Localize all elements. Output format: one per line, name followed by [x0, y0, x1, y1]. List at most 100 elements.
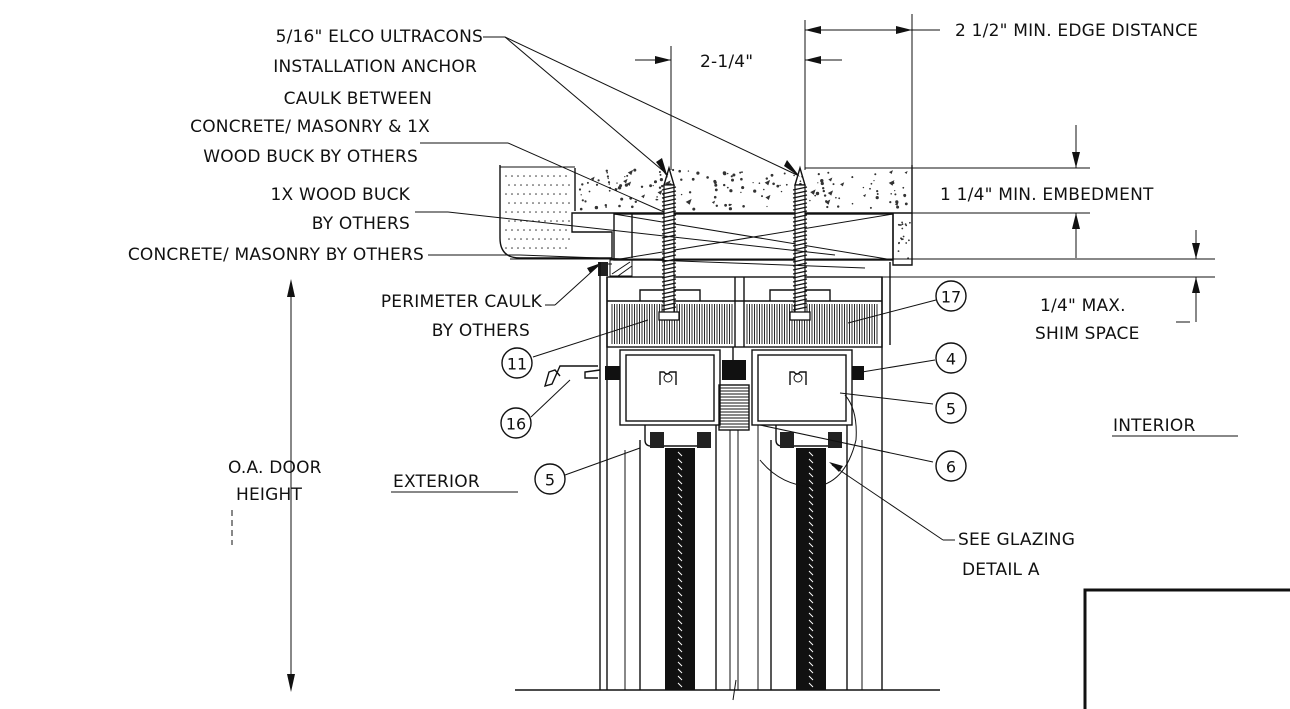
- concrete-speckle: [862, 186, 865, 189]
- masonry-dot: [553, 247, 555, 249]
- masonry-dot: [901, 221, 903, 224]
- masonry-dot: [535, 229, 537, 231]
- sill-hook-16: [543, 365, 601, 388]
- glass-hatch-line: [808, 486, 814, 492]
- masonry-dot: [541, 193, 543, 195]
- concrete-speckle: [741, 171, 743, 174]
- masonry-dot: [897, 223, 900, 226]
- masonry-dot: [517, 193, 519, 195]
- masonry-dot: [532, 184, 534, 186]
- concrete-speckle: [652, 185, 654, 187]
- glass-hatch-line: [677, 654, 683, 660]
- concrete-speckle: [761, 195, 763, 198]
- concrete-speckle: [817, 173, 820, 176]
- concrete-speckle: [595, 183, 599, 186]
- glass-hatch-line: [677, 556, 683, 562]
- glass-hatch-line: [808, 682, 814, 688]
- concrete-speckle: [633, 168, 637, 172]
- glass-hatch-line: [677, 549, 683, 555]
- masonry-dot: [897, 250, 900, 253]
- anchor-thread: [661, 186, 677, 191]
- masonry-dot: [556, 184, 558, 186]
- glass-hatch-line: [808, 528, 814, 534]
- masonry-dot: [898, 242, 900, 245]
- masonry-dot: [901, 223, 904, 226]
- anchor-thread: [661, 294, 677, 299]
- svg-text:5: 5: [545, 471, 555, 490]
- concrete-speckle: [889, 201, 892, 204]
- concrete-speckle: [606, 171, 608, 174]
- glass-hatch-line: [808, 591, 814, 597]
- glass-hatch-line: [808, 668, 814, 674]
- masonry-dot: [505, 175, 507, 177]
- callout-6: 6: [935, 450, 967, 482]
- anchor-head: [658, 311, 680, 321]
- masonry-dot: [505, 211, 507, 213]
- concrete-aggregate: [641, 194, 646, 199]
- callout-11: 11: [501, 347, 533, 379]
- masonry-dot: [505, 193, 507, 195]
- concrete-speckle: [851, 176, 854, 179]
- svg-text:4: 4: [946, 350, 956, 369]
- masonry-dot: [514, 238, 516, 240]
- dim-embedment-label: 1 1/4" MIN. EMBEDMENT: [940, 185, 1154, 205]
- masonry-dot: [556, 220, 558, 222]
- anchor-thread: [661, 306, 677, 311]
- glass-hatch-line: [677, 528, 683, 534]
- glass-hatch-line: [808, 626, 814, 632]
- masonry-dot: [550, 202, 552, 204]
- concrete-aggregate: [764, 179, 771, 186]
- glass-hatch-line: [808, 675, 814, 681]
- concrete-speckle: [607, 181, 611, 184]
- masonry-dot: [541, 247, 543, 249]
- concrete-speckle: [742, 205, 745, 208]
- concrete-speckle: [890, 193, 892, 195]
- concrete-speckle: [740, 177, 743, 181]
- masonry-dot: [511, 229, 513, 231]
- concrete-speckle: [904, 202, 908, 206]
- concrete-speckle: [817, 182, 819, 184]
- concrete-speckle: [740, 191, 742, 194]
- concrete-aggregate: [828, 177, 833, 182]
- masonry-dot: [511, 247, 513, 249]
- masonry-dot: [508, 184, 510, 186]
- concrete-speckle: [655, 198, 658, 201]
- glass-hatch-line: [808, 479, 814, 485]
- concrete-aggregate: [765, 194, 771, 200]
- anchor-thread: [661, 270, 677, 275]
- glass-hatch-line: [677, 598, 683, 604]
- frame-head: [606, 276, 883, 348]
- concrete-speckle: [714, 188, 718, 192]
- masonry-dot: [535, 193, 537, 195]
- concrete-aggregate: [894, 202, 899, 207]
- glass-hatch-line: [808, 577, 814, 583]
- anchor-thread: [792, 286, 808, 291]
- masonry-dot: [505, 229, 507, 231]
- callout-17: 17: [935, 280, 967, 312]
- concrete-speckle: [605, 169, 608, 172]
- masonry-dot: [559, 211, 561, 213]
- anchor-thread: [792, 206, 808, 211]
- caulk-label-line1: CAULK BETWEEN: [284, 89, 432, 109]
- concrete-speckle: [741, 186, 745, 189]
- concrete-speckle: [904, 195, 906, 198]
- concrete-speckle: [713, 195, 717, 199]
- anchor-thread: [661, 222, 677, 227]
- glass-hatch-line: [677, 612, 683, 618]
- glass-hatch-line: [808, 619, 814, 625]
- concrete-speckle: [799, 180, 802, 182]
- glass-hatch-line: [677, 570, 683, 576]
- masonry-dot: [544, 202, 546, 204]
- anchor-thread: [661, 290, 677, 295]
- masonry-dot: [517, 229, 519, 231]
- leader-lines: [391, 36, 1238, 541]
- concrete-speckle: [869, 187, 871, 190]
- concrete-speckle: [766, 205, 768, 208]
- masonry-dot: [523, 247, 525, 249]
- masonry-dot: [514, 202, 516, 204]
- glass-hatch-line: [677, 577, 683, 583]
- glass-hatch-line: [808, 500, 814, 506]
- concrete-speckle-pattern: [505, 168, 911, 259]
- concrete-speckle: [758, 182, 761, 184]
